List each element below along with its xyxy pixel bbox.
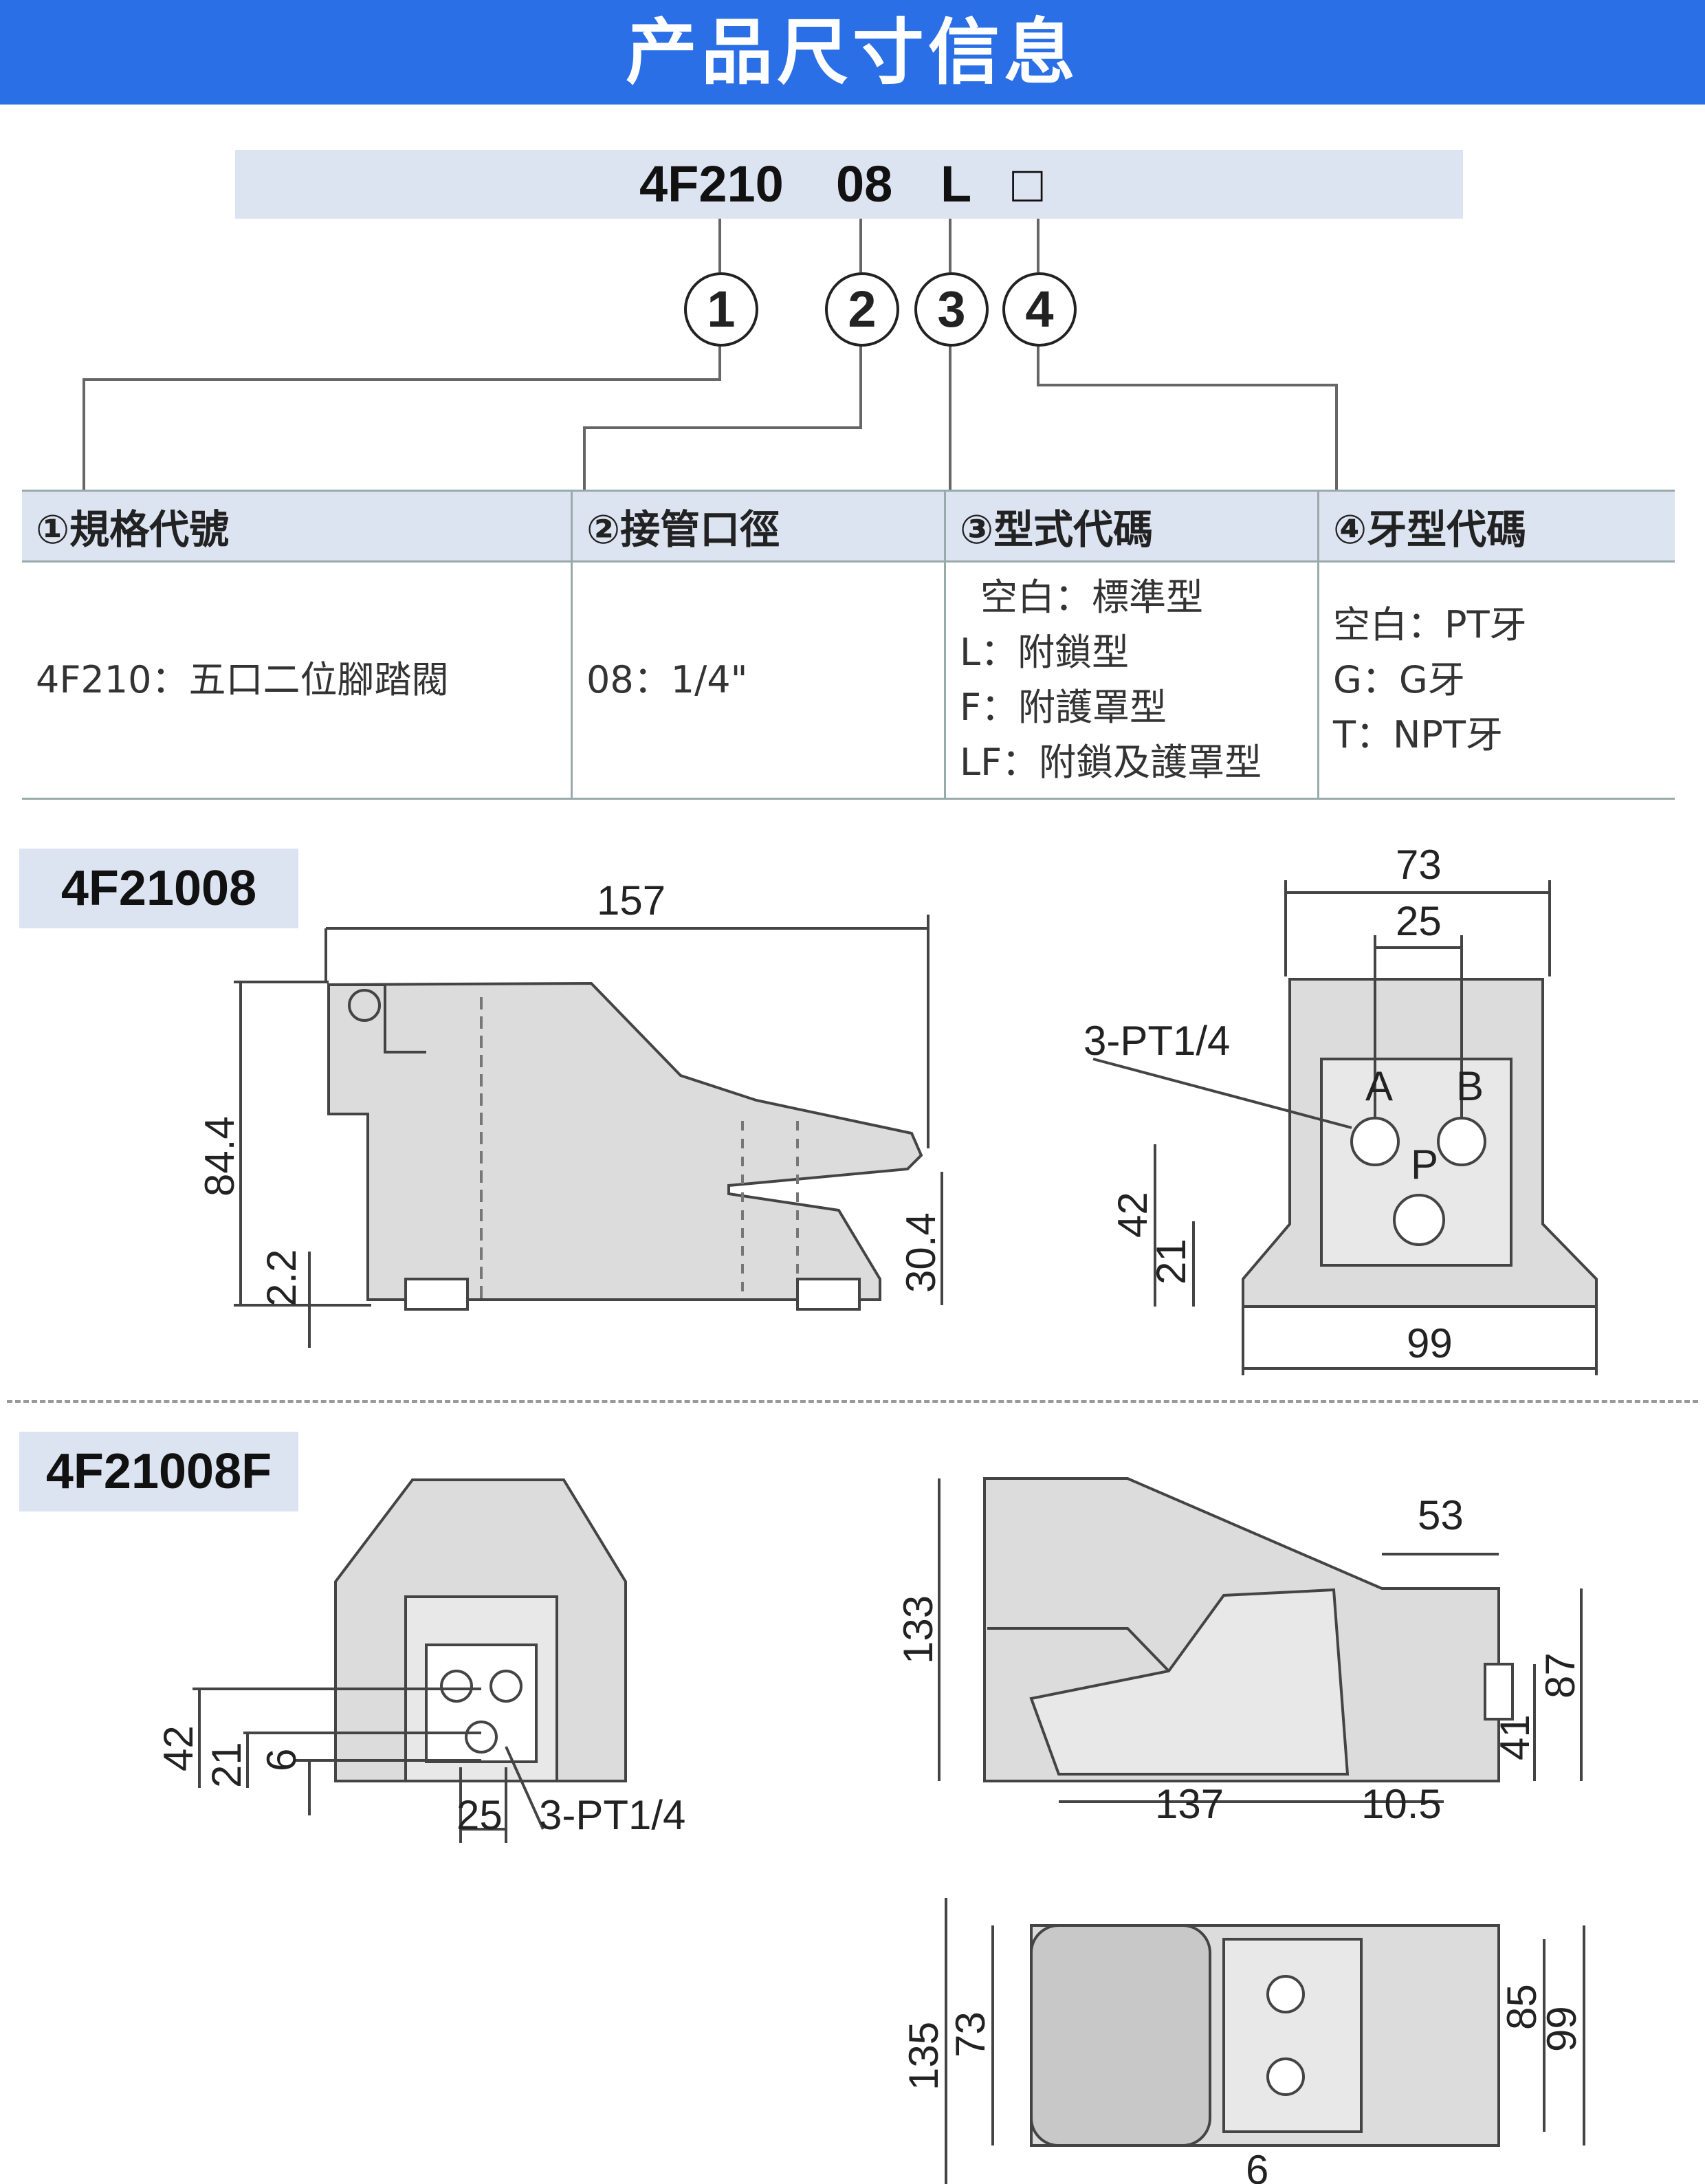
dim-f-w6: 6 [1246,2147,1268,2184]
dim-base-width: 99 [1407,1320,1453,1366]
port-p-label: P [1411,1142,1438,1188]
drawing-4f21008: 157 84.4 2.2 30.4 73 25 3-PT1/4 42 21 99… [197,842,1598,1375]
dim-f-h41: 41 [1492,1714,1538,1760]
cell-thread: 空白：PT牙 G：G牙 T：NPT牙 [1318,561,1675,800]
dim-height: 84.4 [197,1116,243,1197]
section-label-4f21008: 4F21008 [19,849,298,928]
header-banner: 产品尺寸信息 [0,0,1705,105]
dim-f-h135: 135 [901,2022,947,2090]
port-b-label: B [1456,1063,1484,1109]
col-header-type: ③型式代碼 [945,490,1319,563]
col-header-port: ②接管口徑 [571,490,946,563]
dim-f-w137: 137 [1155,1781,1224,1827]
cell-spec: 4F210：五口二位腳踏閥 [22,561,573,800]
dim-f-w53: 53 [1418,1492,1464,1538]
marker-4: 4 [1002,272,1077,347]
page-title: 产品尺寸信息 [625,10,1079,94]
spec-table-header: ①規格代號 ②接管口徑 ③型式代碼 ④牙型代碼 [22,490,1675,563]
dim-f-h87: 87 [1537,1652,1583,1699]
col-header-spec: ①規格代號 [22,490,573,563]
dim-pedal: 30.4 [898,1212,944,1293]
cell-type: 空白：標準型 L：附鎖型 F：附護罩型 LF：附鎖及護罩型 [945,561,1319,800]
dim-length: 157 [597,877,666,924]
marker-2: 2 [825,272,899,347]
dim-f-h73: 73 [947,2011,993,2057]
dim-port-label: 3-PT1/4 [1084,1018,1230,1064]
model-port-size: 08 [836,155,893,212]
dim-f-h6: 6 [258,1749,305,1771]
model-thread: □ [1012,155,1043,212]
model-code-bar: 4F210 08 L □ [235,150,1463,219]
col-header-thread: ④牙型代碼 [1318,490,1675,563]
dim-f-h99: 99 [1539,2006,1585,2052]
model-type: L [940,155,972,212]
dim-width: 73 [1396,842,1442,888]
dim-f-h85: 85 [1499,1984,1545,2030]
table-row: 4F210：五口二位腳踏閥 08：1/4" 空白：標準型 L：附鎖型 F：附護罩… [22,561,1675,800]
port-a-label: A [1365,1063,1393,1109]
cell-port: 08：1/4" [571,561,946,800]
drawing-4f21008f: 42 21 6 25 3-PT1/4 133 53 87 41 137 10.5… [155,1477,1585,2184]
marker-1: 1 [684,272,758,347]
dim-f-w10-5: 10.5 [1361,1781,1442,1827]
marker-3: 3 [914,272,989,347]
dim-f-h21: 21 [204,1742,250,1788]
connector-lines [82,219,1338,490]
dim-h42: 42 [1110,1192,1156,1238]
dim-base: 2.2 [258,1249,305,1307]
section-label-4f21008f: 4F21008F [19,1432,298,1511]
dim-f-w25: 25 [456,1792,503,1838]
spec-table: ①規格代號 ②接管口徑 ③型式代碼 ④牙型代碼 4F210：五口二位腳踏閥 08… [22,490,1675,800]
dim-port-spacing: 25 [1396,898,1442,944]
dim-f-h133: 133 [895,1595,941,1664]
model-series: 4F210 [639,155,784,212]
dim-h21: 21 [1148,1238,1194,1285]
dim-f-port-label: 3-PT1/4 [539,1792,685,1838]
dim-f-h42: 42 [155,1725,201,1771]
section-divider [7,1400,1698,1403]
